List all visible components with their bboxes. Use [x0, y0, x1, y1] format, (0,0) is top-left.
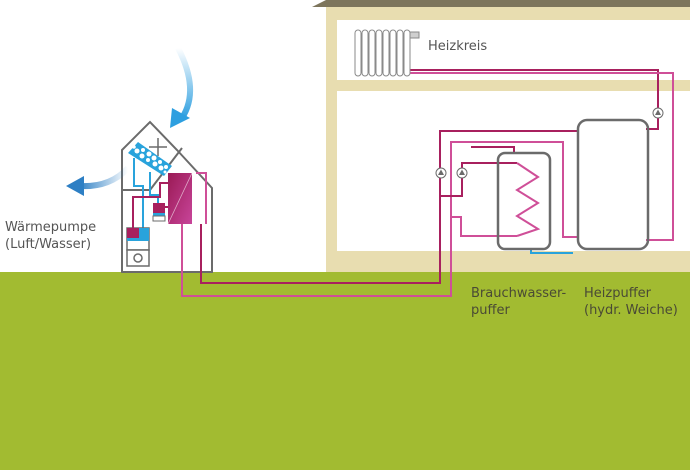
dhw-loop: [440, 146, 541, 237]
air-intake-arrowhead: [170, 108, 190, 128]
evaporator-icon: [128, 142, 172, 176]
heat-pump-label-line1: Wärmepumpe: [5, 220, 97, 235]
heat-buffer-label-line1: Heizpuffer: [584, 286, 651, 301]
air-exhaust-arrow-icon: [77, 165, 131, 190]
radiator-icon: [354, 29, 420, 77]
compressor-icon: [126, 227, 150, 267]
air-intake-arrow-icon: [175, 46, 194, 120]
pump-icon: [435, 167, 447, 179]
heat-pump-label-line2: (Luft/Wasser): [5, 237, 92, 252]
heat-buffer-label-line2: (hydr. Weiche): [584, 303, 678, 318]
building: [312, 0, 690, 272]
pump-icon: [456, 167, 468, 179]
air-exhaust-arrowhead: [66, 176, 84, 196]
heat-buffer-tank: [576, 118, 650, 251]
dhw-buffer-label-line1: Brauchwasser-: [471, 286, 567, 301]
condenser-icon: [167, 172, 193, 225]
dhw-buffer-tank: [496, 151, 552, 251]
heating-circuit-label: Heizkreis: [428, 39, 488, 54]
pump-icon: [652, 107, 664, 119]
room-lower: [337, 91, 690, 251]
ground: [0, 272, 690, 470]
fan-icon: [149, 138, 167, 156]
supply-pipes: [181, 130, 578, 297]
dhw-buffer-label-line2: puffer: [471, 303, 510, 318]
heating-circuit-pipes: [410, 69, 674, 241]
expansion-valve-icon: [152, 203, 166, 222]
roof: [312, 0, 690, 7]
